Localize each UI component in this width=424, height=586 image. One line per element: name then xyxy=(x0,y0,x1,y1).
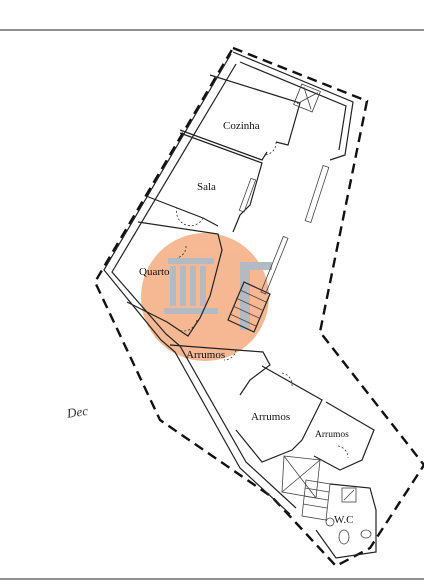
arrumos-3-door xyxy=(337,445,349,459)
quarto-door xyxy=(176,245,187,259)
wc-shaft xyxy=(341,487,357,503)
arrumos-1-door xyxy=(223,349,237,361)
west-wall xyxy=(103,53,291,515)
sala-window xyxy=(238,177,257,213)
handwritten-note: Dec xyxy=(65,403,89,421)
room-label-arrumos-3: Arrumos xyxy=(315,430,349,440)
toilet-icon xyxy=(338,529,350,545)
cozinha-walls xyxy=(179,74,301,161)
quarto-door-2 xyxy=(177,319,198,332)
room-label-arrumos-1: Arrumos xyxy=(186,349,225,361)
cozinha-door xyxy=(263,141,277,156)
arrumos-1-walls xyxy=(169,344,271,396)
arrumos-2-walls xyxy=(235,365,323,463)
room-label-arrumos-2: Arrumos xyxy=(251,411,290,423)
east-wall-inner xyxy=(239,61,347,151)
void-area xyxy=(281,455,321,499)
corridor-bench xyxy=(304,164,330,224)
east-wall xyxy=(232,51,354,161)
corridor-box xyxy=(293,83,321,113)
west-wall-inner xyxy=(111,63,297,509)
sink-icon xyxy=(360,529,372,539)
arrumos-2-door xyxy=(281,372,293,387)
wc-walls xyxy=(315,483,377,559)
sala-door xyxy=(176,207,204,227)
arrumos-3-walls xyxy=(313,401,375,471)
property-boundary xyxy=(93,46,424,568)
corridor-rail xyxy=(260,235,289,295)
room-label-wc: W.C xyxy=(334,514,353,526)
wc-stair xyxy=(301,479,331,521)
room-label-cozinha: Cozinha xyxy=(223,120,260,132)
wc-fixture-icon xyxy=(325,517,335,527)
room-label-sala: Sala xyxy=(197,181,216,193)
watermark xyxy=(141,233,272,361)
room-label-quarto: Quarto xyxy=(139,266,170,278)
quarto-walls xyxy=(126,221,223,337)
